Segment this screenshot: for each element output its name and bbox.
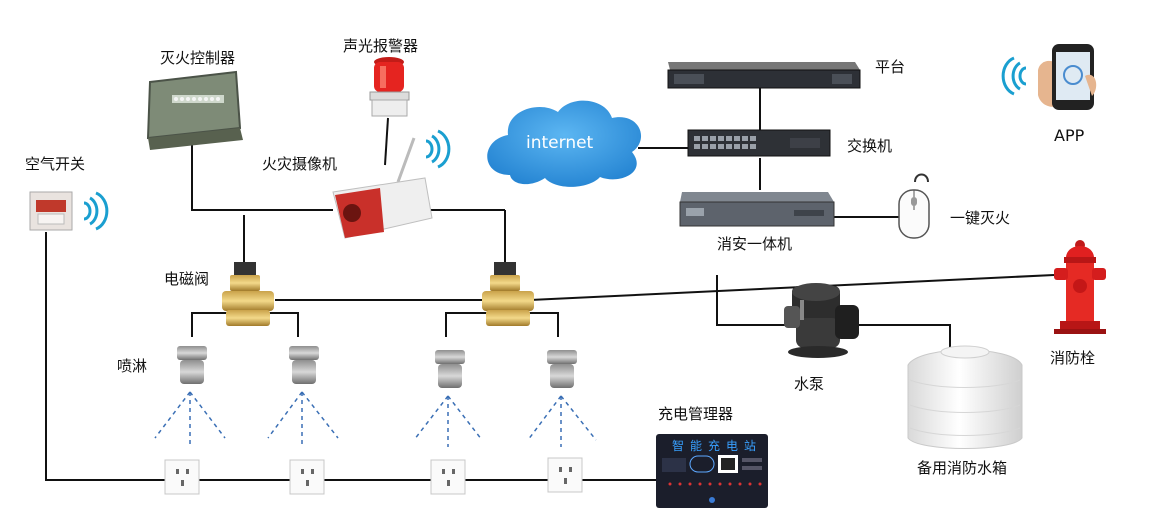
charging-panel-title: 智能充电站 [672, 439, 763, 453]
platform-server-device [667, 62, 861, 89]
strobe-alarm-device [369, 57, 410, 117]
smartphone-device [1038, 44, 1097, 110]
fire-camera-label: 火灾摄像机 [262, 155, 338, 173]
internet-label: internet [526, 133, 594, 153]
fire-controller-device [146, 70, 243, 150]
sprinkler-head-1 [177, 346, 207, 384]
sprinkler-head-3 [435, 350, 465, 388]
power-socket-2 [289, 459, 325, 495]
alarm-label: 声光报警器 [343, 37, 419, 55]
charging-manager-label: 充电管理器 [658, 405, 734, 423]
air-switch-wifi-icon [83, 191, 109, 231]
fire-hydrant-device [1054, 240, 1106, 334]
water-tank-label: 备用消防水箱 [917, 459, 1008, 477]
pump-label: 水泵 [794, 375, 825, 393]
one-key-extinguish-label: 一键灭火 [950, 209, 1011, 227]
power-socket-1 [164, 459, 200, 495]
internet-cloud [487, 100, 642, 187]
app-label: APP [1054, 126, 1085, 145]
network-switch-device [687, 129, 831, 157]
app-wifi-icon [1001, 56, 1027, 96]
sprinkler-head-2 [289, 346, 319, 384]
sprinkler-label: 喷淋 [117, 357, 148, 375]
power-sockets [164, 457, 583, 495]
air-switch-label: 空气开关 [25, 155, 86, 173]
charging-manager-device [656, 434, 768, 508]
sprinkler-head-4 [547, 350, 577, 388]
solenoid-valve-left [222, 262, 274, 326]
solenoid-valve-right [482, 262, 534, 326]
platform-label: 平台 [875, 58, 906, 76]
fire-controller-label: 灭火控制器 [160, 49, 236, 67]
hydrant-label: 消防栓 [1050, 349, 1096, 367]
camera-wifi-icon [425, 129, 451, 169]
mouse-device [898, 173, 930, 239]
air-switch-device [29, 191, 73, 231]
fire-integrated-unit-device [679, 192, 835, 227]
fire-camera-device [332, 137, 433, 239]
connection-lines [45, 88, 1055, 481]
backup-water-tank-device [907, 345, 1023, 449]
fire-unit-label: 消安一体机 [717, 235, 793, 253]
power-socket-3 [430, 459, 466, 495]
water-pump-device [784, 283, 859, 358]
switch-label: 交换机 [847, 137, 893, 155]
solenoid-valve-label: 电磁阀 [164, 270, 210, 288]
spray-lines [154, 391, 597, 447]
power-socket-4 [547, 457, 583, 493]
